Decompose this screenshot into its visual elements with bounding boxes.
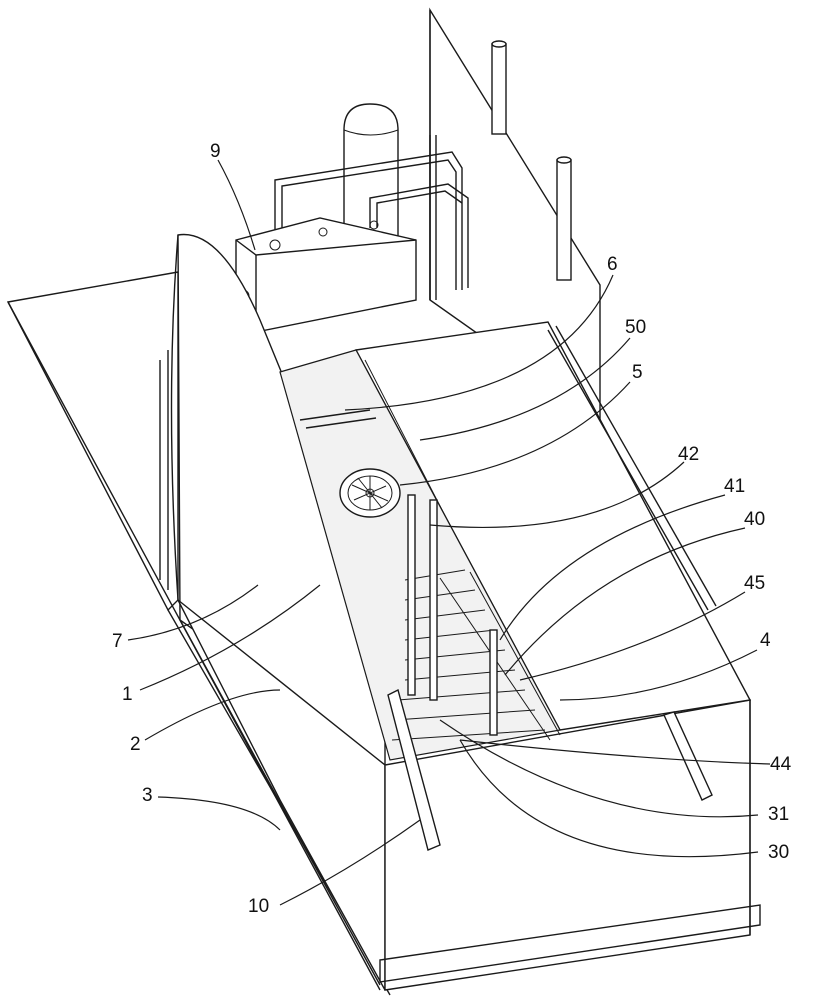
label-30: 30: [768, 842, 789, 863]
label-44: 44: [770, 754, 792, 775]
label-41: 41: [724, 476, 745, 497]
control-box: [236, 218, 416, 332]
label-50: 50: [625, 317, 646, 338]
label-31: 31: [768, 804, 789, 825]
label-1: 1: [122, 684, 133, 705]
label-4: 4: [760, 630, 771, 651]
label-45: 45: [744, 573, 765, 594]
label-10: 10: [248, 896, 269, 917]
label-2: 2: [130, 734, 141, 755]
label-7: 7: [112, 631, 123, 652]
label-3: 3: [142, 785, 153, 806]
label-40: 40: [744, 509, 765, 530]
label-42: 42: [678, 444, 699, 465]
label-5: 5: [632, 362, 643, 383]
fan: [340, 469, 400, 517]
label-9: 9: [210, 141, 221, 162]
label-6: 6: [607, 254, 618, 275]
